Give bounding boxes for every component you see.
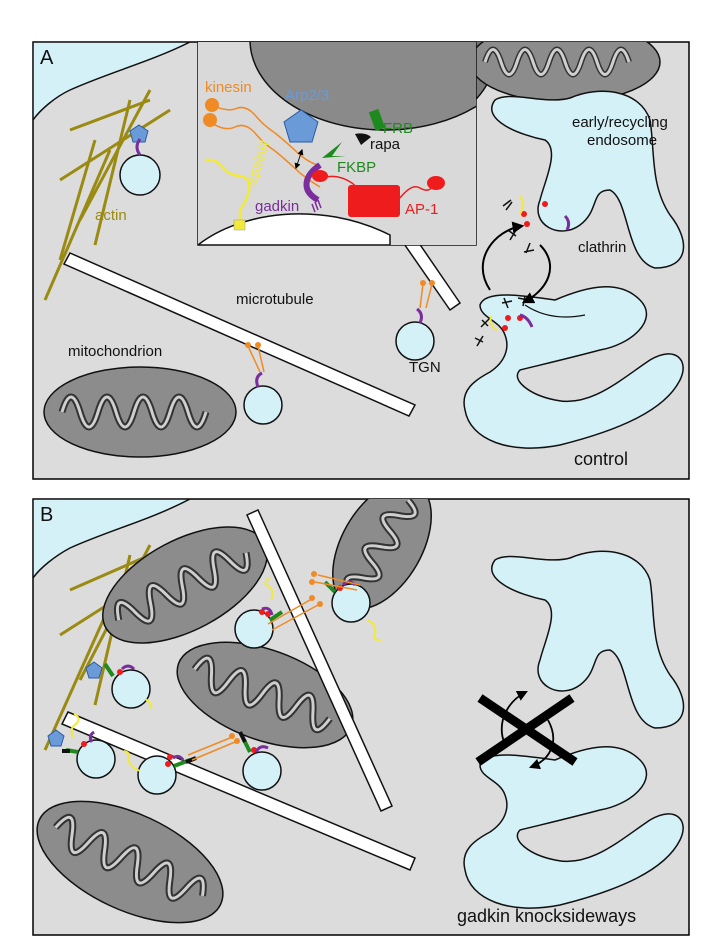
- inset-label-gadkin: gadkin: [255, 198, 299, 215]
- cycle-arrow-up: [481, 221, 525, 291]
- label-control: control: [574, 449, 628, 469]
- microtubule-b1: [60, 711, 416, 871]
- label-microtubule: microtubule: [236, 291, 314, 308]
- panel-b: B gadkin knocksideways: [32, 498, 690, 936]
- epsinr-molecule: [204, 158, 251, 226]
- vesicle-kinesin-1: [243, 342, 283, 425]
- mitochondrion-shape: [469, 42, 661, 103]
- microtubule-b2: [246, 509, 393, 812]
- panel-letter-b: B: [40, 504, 53, 526]
- block-x-2: [475, 694, 575, 766]
- label-endosome-line2: endosome: [587, 132, 657, 149]
- gadkin-molecule: [303, 162, 322, 203]
- label-knocksideways: gadkin knocksideways: [457, 906, 636, 926]
- panel-a: kinesin Arp2/3 FRB rapa FKBP epsinR gadk…: [32, 41, 690, 480]
- endosome-shape: [491, 90, 685, 269]
- label-clathrin: clathrin: [578, 239, 626, 256]
- plasma-membrane: [33, 42, 191, 122]
- actin-filaments: [43, 89, 171, 301]
- microtubule-a: [62, 252, 417, 417]
- panel-letter-a: A: [40, 47, 54, 69]
- inset-label-rapa: rapa: [370, 136, 401, 153]
- inset-box: kinesin Arp2/3 FRB rapa FKBP epsinR gadk…: [197, 41, 477, 246]
- arp23-pentagon: [283, 109, 319, 143]
- label-tgn: TGN: [409, 359, 441, 376]
- label-actin: actin: [95, 207, 127, 224]
- mitochondrion-b4: [36, 800, 224, 924]
- frb-domain: [368, 108, 386, 132]
- tgn-shape: [463, 286, 684, 449]
- mitochondrion-b1: [102, 526, 268, 644]
- fkbp-domain: [322, 142, 346, 158]
- label-endosome: early/recycling endosome: [572, 114, 672, 149]
- ap1-complex: [312, 170, 445, 217]
- inset-label-arp23: Arp2/3: [285, 87, 329, 104]
- mitochondrion-b3: [332, 499, 432, 610]
- inset-label-frb: FRB: [383, 120, 413, 137]
- inset-label-ap1: AP-1: [405, 201, 438, 218]
- cycle-arrow-down: [521, 244, 551, 304]
- vesicle-kinesin-2: [395, 280, 435, 361]
- inset-label-fkbp: FKBP: [337, 159, 376, 176]
- inset-label-kinesin: kinesin: [205, 79, 252, 96]
- label-mitochondrion: mitochondrion: [68, 343, 162, 360]
- mitochondrion-a: [43, 366, 237, 458]
- label-endosome-line1: early/recycling: [572, 114, 668, 131]
